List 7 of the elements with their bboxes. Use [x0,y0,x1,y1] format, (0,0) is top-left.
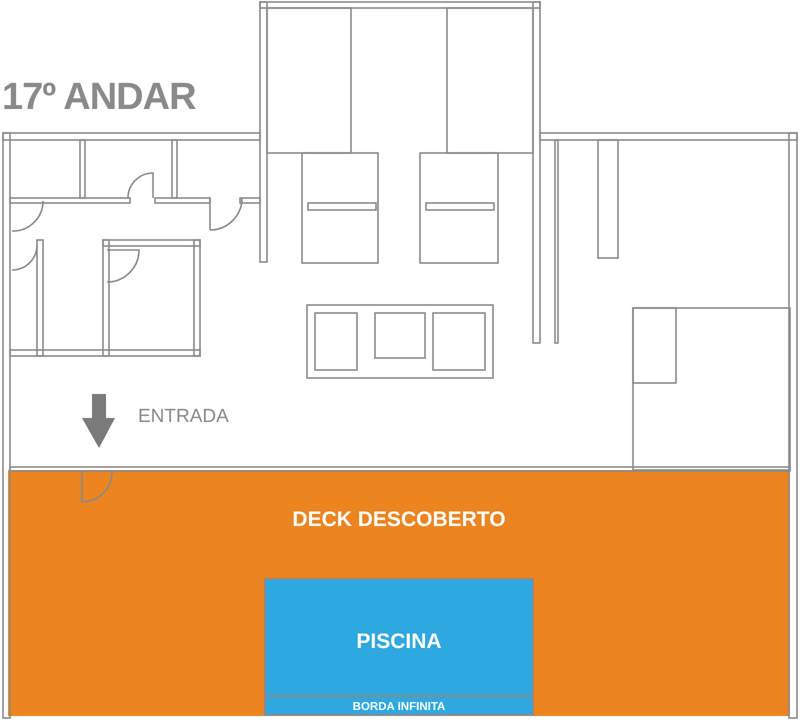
area-label: DECK DESCOBERTO [291,507,507,533]
deck-area [8,470,790,716]
entrance-label: ENTRADA [138,406,229,428]
area-label: PISCINA [355,629,443,655]
area-label: BORDA INFINITA [352,700,446,715]
floor-title: 17º ANDAR [2,76,196,119]
pool [264,578,534,716]
